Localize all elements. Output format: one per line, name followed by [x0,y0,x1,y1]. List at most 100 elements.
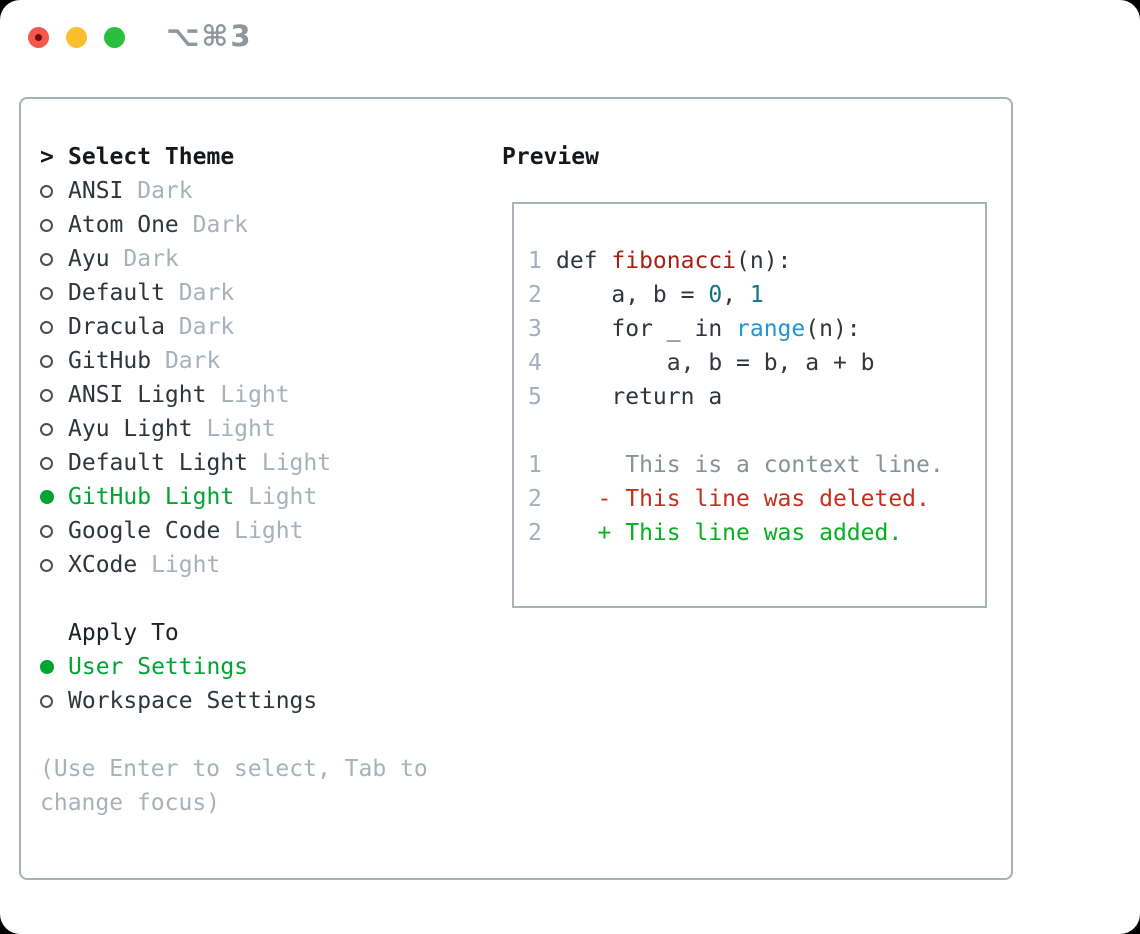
line-number: 2 [528,520,542,546]
radio-marker [40,218,68,232]
radio-marker [40,320,68,334]
theme-option-atom-one[interactable]: Atom One Dark [40,208,428,242]
theme-option-google-code[interactable]: Google Code Light [40,514,428,548]
radio-marker [40,286,68,300]
radio-icon [40,184,53,198]
radio-selected-icon [40,660,54,674]
theme-option-label: GitHub Light [68,484,235,510]
blank-line [528,414,971,448]
line-number: 1 [528,248,542,274]
apply-to-header-label: Apply To [68,620,179,646]
theme-option-default[interactable]: Default Dark [40,276,428,310]
radio-marker [40,388,68,402]
minimize-icon[interactable] [66,27,87,48]
line-number: 3 [528,316,542,342]
radio-icon [40,218,53,232]
theme-option-ansi-light[interactable]: ANSI Light Light [40,378,428,412]
theme-option-github[interactable]: GitHub Dark [40,344,428,378]
select-theme-header: > Select Theme [40,140,428,174]
code-segment-function_name: fibonacci [611,248,737,274]
preview-title: Preview [502,144,599,170]
theme-variant-tag: Light [206,382,290,408]
prompt-caret-icon: > [40,144,54,170]
theme-variant-tag: Dark [178,212,249,238]
radio-marker [40,694,68,708]
theme-option-label: Ayu Light [68,416,193,442]
window-title: ⌥⌘3 [166,19,253,53]
radio-marker [40,558,68,572]
code-line: 3 for _ in range(n): [528,312,971,346]
code-segment-context: This is a context line. [556,452,944,478]
theme-option-label: Default [68,280,165,306]
theme-option-ayu[interactable]: Ayu Dark [40,242,428,276]
line-number: 5 [528,384,542,410]
apply-option-workspace-settings[interactable]: Workspace Settings [40,684,428,718]
theme-variant-tag: Light [220,518,304,544]
theme-option-ayu-light[interactable]: Ayu Light Light [40,412,428,446]
radio-icon [40,388,53,402]
code-segment-added: + This line was added. [556,520,903,546]
radio-icon [40,558,53,572]
theme-option-label: Default Light [68,450,249,476]
radio-icon [40,286,53,300]
theme-option-label: XCode [68,552,138,578]
radio-icon [40,694,53,708]
theme-option-label: Atom One [68,212,179,238]
apply-option-label: Workspace Settings [68,688,318,714]
radio-marker [40,660,68,674]
radio-icon [40,252,53,266]
code-segment-plain: , [722,282,750,308]
radio-icon [40,524,53,538]
diff-context-line: 1 This is a context line. [528,448,971,482]
radio-marker [40,252,68,266]
line-number: 2 [528,282,542,308]
line-number: 1 [528,452,542,478]
code-segment-number: 1 [749,282,764,308]
theme-option-xcode[interactable]: XCode Light [40,548,428,582]
code-line: 5 return a [528,380,971,414]
hint-line: change focus) [40,790,221,816]
traffic-lights [28,27,125,48]
select-theme-header-label: Select Theme [68,144,235,170]
code-line: 2 a, b = 0, 1 [528,278,971,312]
radio-marker [40,524,68,538]
theme-option-default-light[interactable]: Default Light Light [40,446,428,480]
theme-variant-tag: Dark [109,246,179,272]
theme-variant-tag: Light [248,450,332,476]
apply-to-header: Apply To [40,616,428,650]
radio-marker [40,184,68,198]
radio-icon [40,422,53,436]
theme-variant-tag: Light [192,416,276,442]
theme-variant-tag: Dark [164,280,235,306]
zoom-icon[interactable] [104,27,125,48]
theme-variant-tag: Light [234,484,318,510]
radio-icon [40,354,53,368]
radio-selected-icon [40,490,54,504]
close-icon[interactable] [28,27,49,48]
theme-option-label: ANSI [68,178,124,204]
hint-text: (Use Enter to select, Tab to change focu… [40,752,428,820]
titlebar: ⌥⌘3 [0,0,1140,97]
code-segment-deleted: - This line was deleted. [556,486,930,512]
apply-option-user-settings[interactable]: User Settings [40,650,428,684]
theme-option-ansi[interactable]: ANSI Dark [40,174,428,208]
code-segment-plain: return a [556,384,723,410]
code-segment-plain: (n): [736,248,792,274]
radio-icon [40,456,53,470]
theme-option-dracula[interactable]: Dracula Dark [40,310,428,344]
code-segment-number: 0 [708,282,723,308]
theme-variant-tag: Dark [151,348,221,374]
theme-option-github-light[interactable]: GitHub Light Light [40,480,428,514]
theme-variant-tag: Light [137,552,221,578]
theme-variant-tag: Dark [123,178,193,204]
theme-option-label: Google Code [68,518,221,544]
radio-marker [40,490,68,504]
theme-option-label: GitHub [68,348,152,374]
radio-marker [40,456,68,470]
